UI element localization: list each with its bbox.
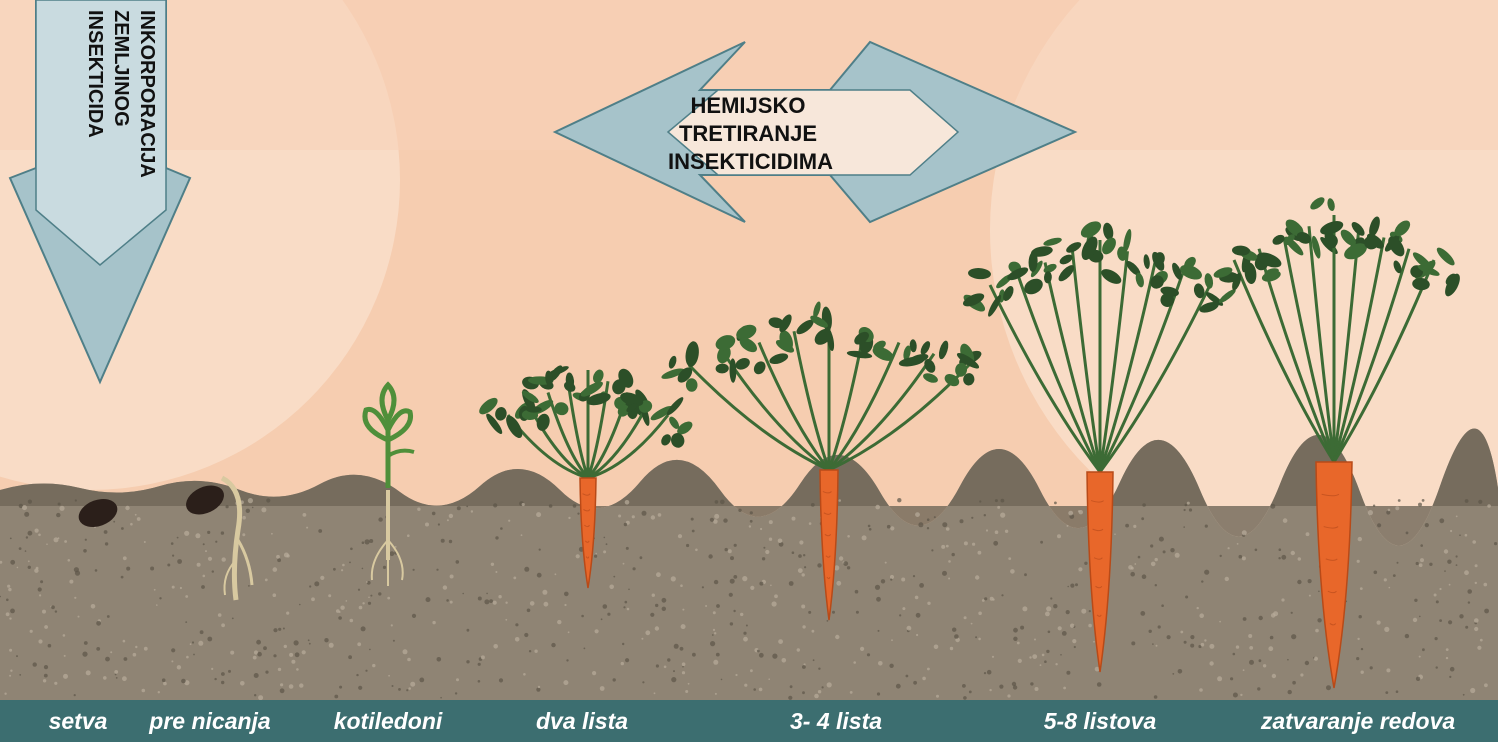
soil-insecticide-line-3: INSEKTICIDA	[82, 10, 108, 210]
stage-label-kotiledoni: kotiledoni	[334, 700, 443, 742]
soil-insecticide-line-1: INKORPORACIJA	[134, 10, 160, 210]
soil-insecticide-line-2: ZEMLJINOG	[108, 10, 134, 210]
stage-label-zatvaranje-redova: zatvaranje redova	[1261, 700, 1455, 742]
stage-label-setva: setva	[49, 700, 108, 742]
stage-label-dva-lista: dva lista	[536, 700, 628, 742]
chemical-treatment-line-2: TRETIRANJE	[668, 120, 828, 148]
stage-label-pre-nicanja: pre nicanja	[149, 700, 270, 742]
chemical-treatment-label: HEMIJSKO TRETIRANJE INSEKTICIDIMA	[668, 92, 828, 176]
chemical-treatment-line-1: HEMIJSKO	[668, 92, 828, 120]
soil-insecticide-label: INKORPORACIJA ZEMLJINOG INSEKTICIDA	[50, 10, 160, 210]
chemical-treatment-line-3: INSEKTICIDIMA	[668, 148, 828, 176]
stage-label-3-4-lista: 3- 4 lista	[790, 700, 882, 742]
stage-label-5-8-listova: 5-8 listova	[1044, 700, 1157, 742]
